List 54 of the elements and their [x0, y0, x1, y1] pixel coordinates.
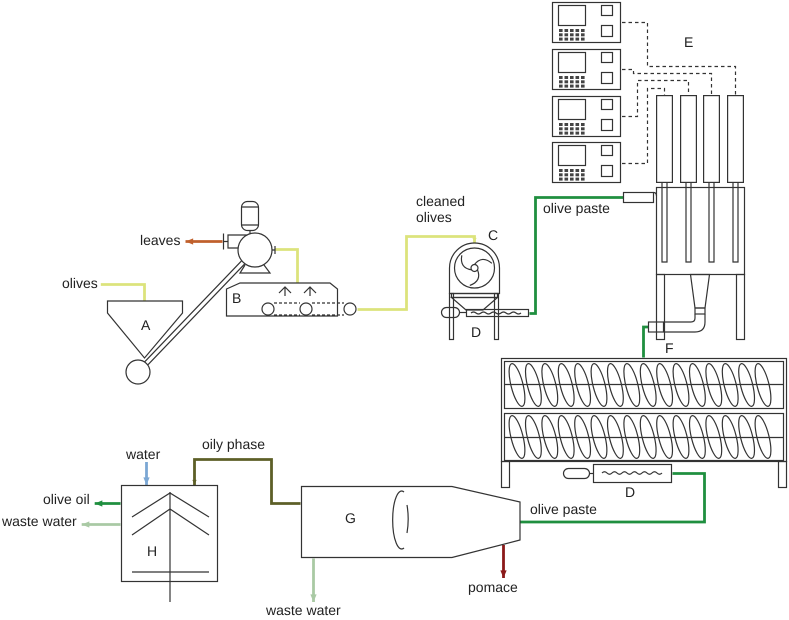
screw-pump [440, 292, 530, 341]
flow-arrow [82, 521, 120, 528]
screw-pump [561, 462, 673, 500]
unit-letter: D [471, 325, 482, 340]
decanter [300, 485, 521, 559]
blower-drawing [222, 199, 276, 274]
unit-letter: D [625, 485, 636, 500]
tank [703, 95, 720, 183]
tank-stand-drawing [622, 183, 746, 341]
flow-arrow [186, 238, 222, 245]
unit-letter: G [345, 511, 356, 526]
flow-arrow [358, 235, 477, 311]
tank [727, 95, 744, 183]
pipe-line [530, 196, 623, 315]
unit-letter: C [488, 228, 498, 243]
edge-label: olive paste [543, 200, 610, 216]
stream-label: waste water [266, 603, 341, 618]
hopper-drawing [106, 300, 184, 360]
tank [680, 95, 697, 183]
flow-arrow [310, 558, 317, 602]
unit-letter: E [684, 35, 694, 50]
stream-label: olives [62, 276, 98, 291]
separator-drawing [120, 484, 219, 603]
stream-label: leaves [140, 233, 180, 248]
stream-label: pomace [468, 580, 518, 595]
flow-arrow [94, 500, 120, 507]
edge-label: oily phase [202, 436, 266, 452]
unit-letter: B [232, 291, 242, 306]
controller-drawing [551, 48, 622, 91]
dashed-signal-line [622, 80, 690, 118]
controller-drawing [551, 95, 622, 138]
pipe-line [520, 472, 706, 524]
pipe-line [100, 283, 146, 301]
edge-label: cleaned olives [416, 193, 466, 225]
stream-label: waste water [2, 514, 77, 529]
pipe-line [276, 248, 299, 282]
edge-label: olive paste [530, 501, 597, 517]
controller-drawing [551, 141, 622, 184]
unit-letter: F [665, 341, 674, 356]
unit-letter: A [141, 318, 150, 333]
stream-label: water [126, 447, 160, 462]
dashed-signal-line [622, 88, 666, 164]
flow-arrow [500, 545, 507, 578]
washer [225, 282, 358, 319]
flow-arrow [143, 462, 150, 485]
pipe-line [642, 326, 648, 358]
unit-letter: H [147, 544, 158, 559]
flow-arrow [192, 458, 300, 505]
tank [656, 95, 673, 183]
elevator-tube [125, 260, 246, 385]
dashed-signal-line [622, 68, 712, 95]
stream-label: olive oil [43, 492, 90, 507]
dashed-signal-line [622, 22, 736, 95]
controller-drawing [551, 1, 622, 44]
